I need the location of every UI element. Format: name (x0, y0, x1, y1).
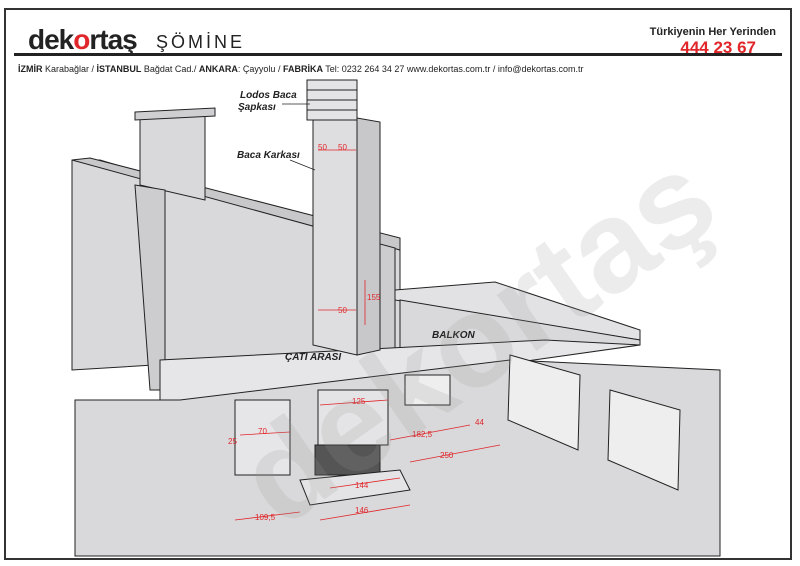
dim-label: 50 (318, 143, 327, 152)
dim-label: 125 (352, 397, 366, 406)
label-chimney-frame: Baca Karkası (237, 150, 300, 161)
dimension-labels: 50 50 50 155 125 70 25 182,5 44 250 109,… (228, 143, 484, 522)
window (507, 354, 581, 451)
dim-label: 250 (440, 451, 454, 460)
city-istanbul: İSTANBUL (96, 64, 142, 74)
small-chimney (139, 111, 206, 201)
small-chimney-cap (134, 107, 216, 121)
brand-logo: dekortaş (28, 24, 138, 55)
window (607, 389, 681, 491)
dim-label: 70 (258, 427, 267, 436)
dim-label: 44 (475, 418, 484, 427)
balcony-wall-top (394, 281, 641, 341)
dim-label: 50 (338, 306, 347, 315)
page-frame (4, 8, 792, 560)
dim-label: 182,5 (412, 430, 433, 439)
label-balcony: BALKON (432, 330, 476, 341)
header-divider (14, 53, 782, 56)
loc-izmir: Karabağlar / (42, 64, 97, 74)
dim-label: 50 (338, 143, 347, 152)
dim-label: 109,5 (255, 513, 276, 522)
fireplace-hearth (299, 469, 411, 506)
dim-label: 25 (228, 437, 237, 446)
fireplace-firebox (314, 444, 381, 476)
label-lodos-cap: Lodos Baca (240, 90, 297, 101)
hotline-label: Türkiyenin Her Yerinden (649, 26, 776, 38)
address-line: İZMİR Karabağlar / İSTANBUL Bağdat Cad./… (18, 64, 584, 74)
city-ankara: ANKARA (198, 64, 238, 74)
city-izmir: İZMİR (18, 64, 43, 74)
dim-label: 155 (367, 293, 381, 302)
dim-label: 146 (355, 506, 369, 515)
factory: FABRİKA (282, 64, 323, 74)
contact-info: Tel: 0232 264 34 27 www.dekortas.com.tr … (322, 64, 584, 74)
dim-label: 144 (355, 481, 369, 490)
fireplace-hood (317, 389, 389, 446)
window (404, 374, 451, 406)
loc-ankara: : Çayyolu / (237, 64, 283, 74)
hotline-number: 444 23 67 (680, 38, 756, 57)
wall-niche (234, 399, 291, 476)
main-chimney-side (356, 117, 381, 356)
label-lodos-cap-2: Şapkası (238, 102, 276, 113)
main-chimney (312, 117, 358, 356)
loc-istanbul: Bağdat Cad./ (141, 64, 199, 74)
label-attic: ÇATI ARASI (285, 352, 341, 363)
brand-sub: ŞÖMİNE (156, 32, 246, 52)
